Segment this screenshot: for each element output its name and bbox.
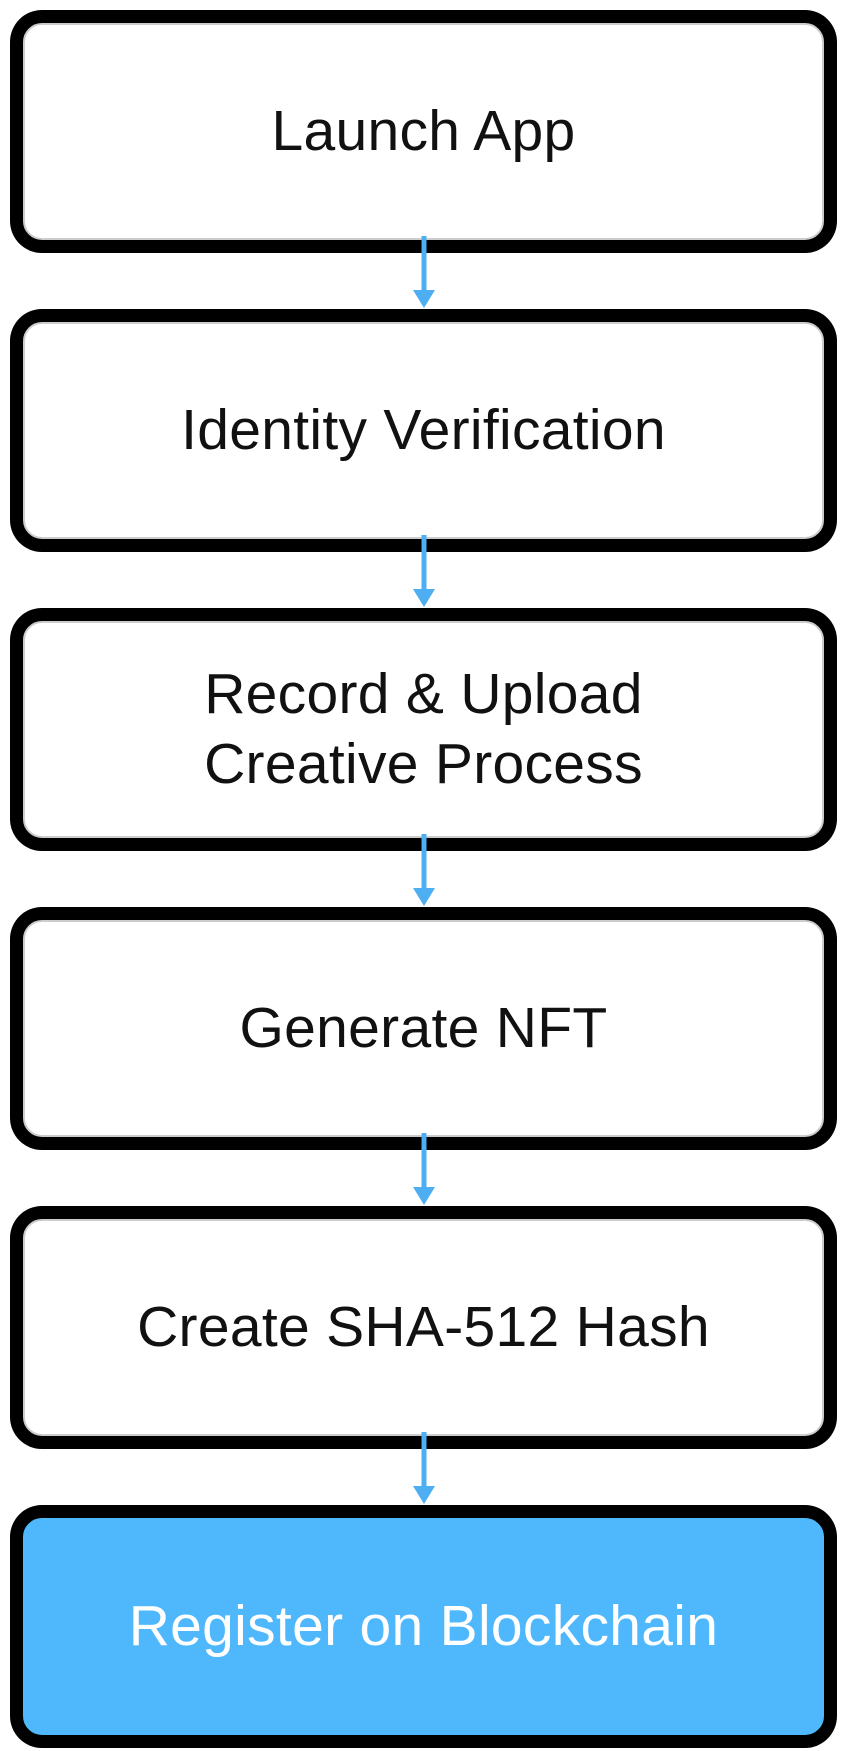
node-label: Register on Blockchain <box>128 1593 719 1658</box>
connector <box>0 1432 847 1505</box>
node-label: Create SHA-512 Hash <box>137 1294 710 1359</box>
node-body: Launch App <box>23 23 824 240</box>
node-generate-nft: Generate NFT <box>10 907 837 1150</box>
arrow-down-icon <box>412 1133 435 1205</box>
arrow-down-icon <box>412 1432 435 1504</box>
connector <box>0 1133 847 1206</box>
arrow-down-icon <box>412 236 435 308</box>
node-launch-app: Launch App <box>10 10 837 253</box>
node-label: Generate NFT <box>239 995 608 1060</box>
node-body: Create SHA-512 Hash <box>23 1219 824 1436</box>
node-body: Identity Verification <box>23 322 824 539</box>
node-record-upload-creative-process: Record & Upload Creative Process <box>10 608 837 851</box>
node-body: Generate NFT <box>23 920 824 1137</box>
node-label: Launch App <box>271 98 576 163</box>
node-identity-verification: Identity Verification <box>10 309 837 552</box>
node-body: Register on Blockchain <box>23 1518 824 1735</box>
connector <box>0 236 847 309</box>
node-create-sha-512-hash: Create SHA-512 Hash <box>10 1206 837 1449</box>
node-label: Record & Upload Creative Process <box>204 661 643 796</box>
node-body: Record & Upload Creative Process <box>23 621 824 838</box>
arrow-down-icon <box>412 535 435 607</box>
connector <box>0 535 847 608</box>
node-label: Identity Verification <box>181 397 666 462</box>
node-register-on-blockchain: Register on Blockchain <box>10 1505 837 1748</box>
arrow-down-icon <box>412 834 435 906</box>
connector <box>0 834 847 907</box>
